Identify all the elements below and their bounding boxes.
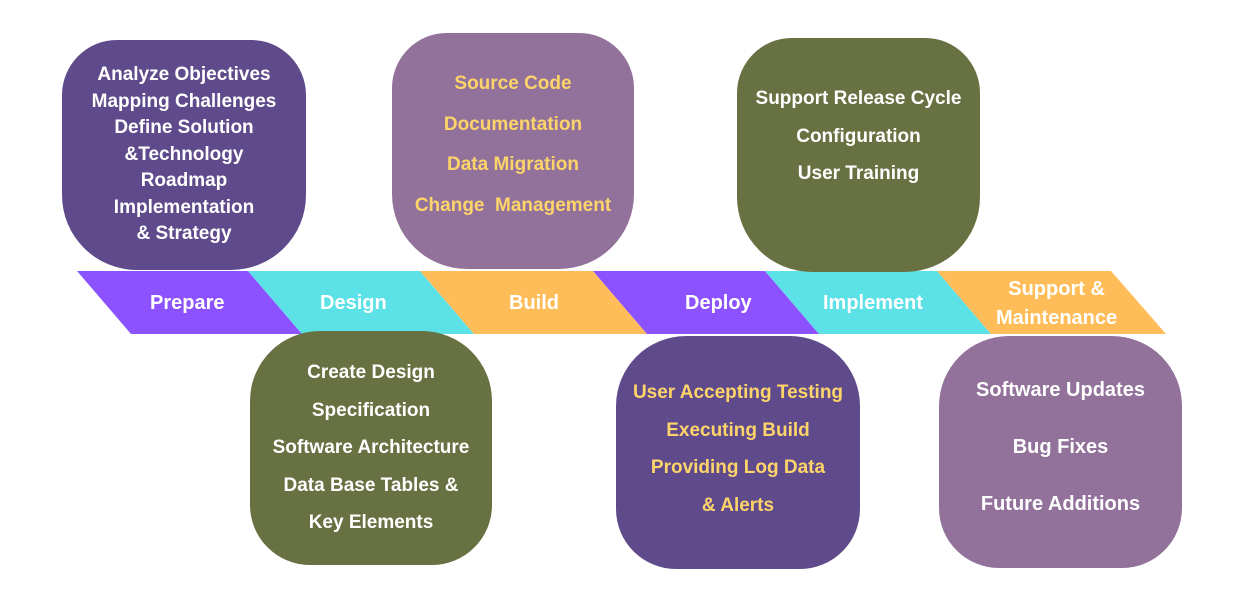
prepare-item: Implementation xyxy=(113,196,255,218)
deploy-item: Executing Build xyxy=(666,419,810,441)
build-item: Change Management xyxy=(414,194,612,216)
deploy-item: User Accepting Testing xyxy=(632,382,844,403)
support-item: Software Updates xyxy=(976,379,1145,401)
prepare-item: Mapping Challenges xyxy=(91,90,277,112)
prepare-item: &Technology xyxy=(124,143,244,165)
support-item: Future Additions xyxy=(980,493,1141,515)
deploy-item: Providing Log Data xyxy=(650,457,826,478)
design-item: Specification xyxy=(311,399,431,421)
deploy-item: & Alerts xyxy=(701,494,775,516)
implement-bubble: Support Release Cycle Configuration User… xyxy=(737,38,980,272)
ribbon-segment-build xyxy=(420,271,647,334)
build-item: Source Code xyxy=(454,73,572,94)
ribbon-segment-deploy xyxy=(593,271,819,334)
design-item: Key Elements xyxy=(308,512,434,534)
ribbon-segment-implement xyxy=(765,271,991,334)
stage-label-deploy: Deploy xyxy=(685,292,752,314)
stage-label-design: Design xyxy=(320,292,387,314)
design-item: Software Architecture xyxy=(272,437,470,459)
support-bubble: Software Updates Bug Fixes Future Additi… xyxy=(939,336,1182,568)
support-item: Bug Fixes xyxy=(1012,436,1109,458)
implement-item: Configuration xyxy=(796,125,921,147)
design-item: Data Base Tables & xyxy=(283,474,459,496)
prepare-item: Roadmap xyxy=(140,170,228,192)
prepare-item: & Strategy xyxy=(136,223,232,245)
ribbon-segment-support xyxy=(937,271,1166,334)
ribbon-segment-prepare xyxy=(77,271,302,334)
build-bubble: Source Code Documentation Data Migration… xyxy=(392,33,634,269)
stage-label-build: Build xyxy=(509,292,559,314)
ribbon-segment-design xyxy=(248,271,474,334)
implement-item: Support Release Cycle xyxy=(755,88,962,109)
prepare-item: Define Solution xyxy=(114,117,254,139)
build-item: Data Migration xyxy=(447,154,579,175)
build-item: Documentation xyxy=(443,113,583,135)
stage-label-support-line1: Support & xyxy=(1008,278,1105,300)
prepare-bubble: Analyze Objectives Mapping Challenges De… xyxy=(62,40,306,270)
design-item: Create Design xyxy=(307,362,435,384)
deploy-bubble: User Accepting Testing Executing Build P… xyxy=(616,336,860,569)
prepare-item: Analyze Objectives xyxy=(97,64,271,86)
stage-label-prepare: Prepare xyxy=(150,292,225,314)
implement-item: User Training xyxy=(797,163,920,184)
stage-label-support-line2: Maintenance xyxy=(996,307,1118,329)
design-bubble: Create Design Specification Software Arc… xyxy=(250,331,492,565)
stage-label-implement: Implement xyxy=(823,292,924,314)
stage-label-support: Support & Maintenance xyxy=(996,275,1117,333)
